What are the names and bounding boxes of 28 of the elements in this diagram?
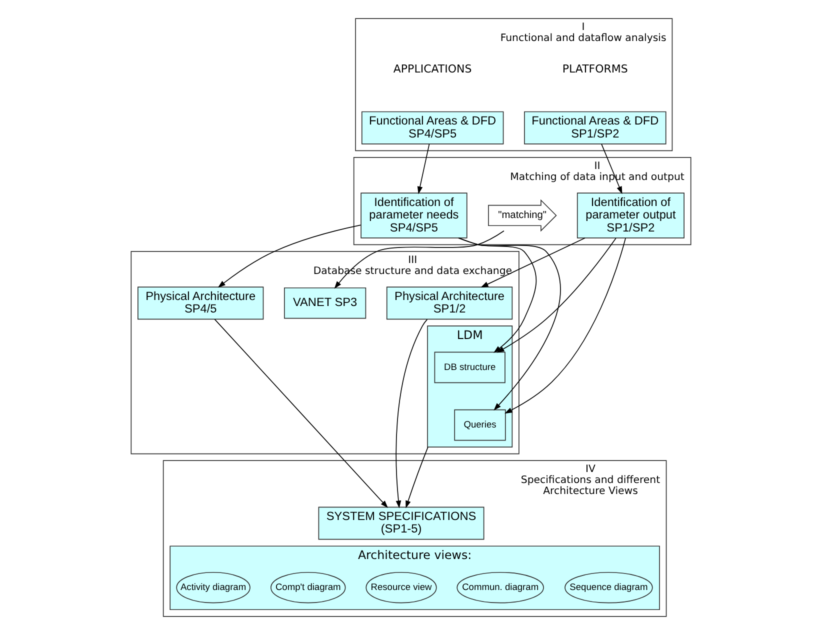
- node-box: SYSTEM SPECIFICATIONS (SP1-5): [318, 506, 484, 540]
- node-box: Identification of parameter output SP1/SP2: [576, 192, 684, 238]
- node-ellipse: Commun. diagram: [456, 572, 544, 604]
- arrow: [458, 238, 561, 411]
- node-ellipse: Comp't diagram: [270, 572, 346, 604]
- arrow: [480, 238, 586, 288]
- arrow: [214, 318, 388, 508]
- label: PLATFORMS: [562, 62, 628, 76]
- node-ellipse: Activity diagram: [176, 572, 250, 604]
- label: APPLICATIONS: [393, 62, 472, 76]
- arrow: [396, 319, 428, 508]
- node-ellipse: Resource view: [366, 572, 437, 604]
- node-box: Queries: [454, 409, 506, 441]
- arrow: [218, 224, 362, 288]
- node-box: VANET SP3: [284, 287, 366, 319]
- node-box: Functional Areas & DFD SP1/SP2: [524, 111, 666, 144]
- arrow: [458, 238, 537, 353]
- node-box: Functional Areas & DFD SP4/SP5: [361, 111, 504, 144]
- node-ellipse: Sequence diagram: [564, 572, 653, 604]
- arrow: [406, 446, 428, 508]
- arrow: [334, 230, 504, 289]
- node-box: Identification of parameter needs SP4/SP5: [360, 192, 468, 238]
- arrow: [504, 238, 626, 414]
- node-box: DB structure: [434, 352, 506, 384]
- node-box: Physical Architecture SP1/2: [386, 286, 513, 320]
- arrow: [496, 238, 616, 353]
- node-box: Physical Architecture SP4/5: [138, 286, 264, 320]
- arrow: [417, 144, 430, 194]
